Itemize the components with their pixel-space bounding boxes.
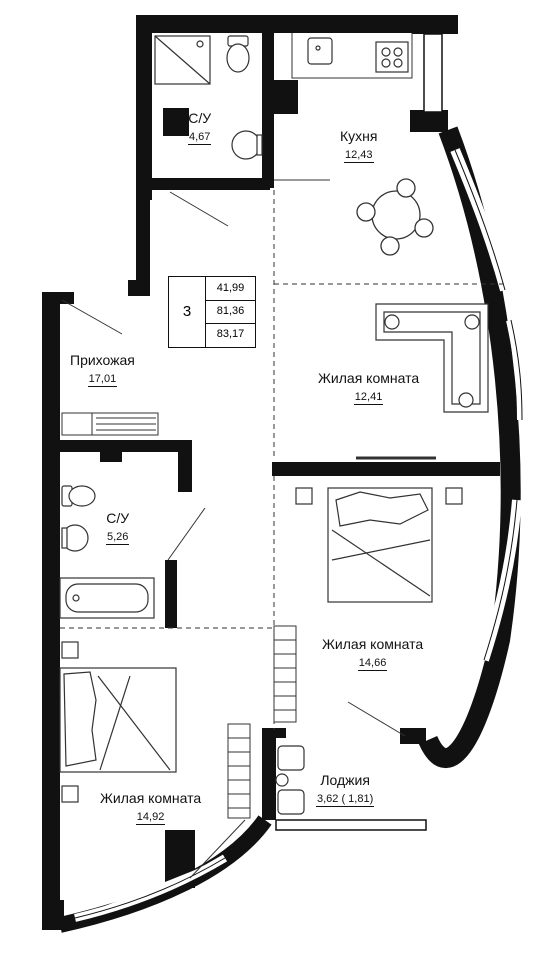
shower-icon	[154, 35, 211, 85]
room-area: 17,01	[87, 373, 118, 387]
bathtub-icon	[59, 577, 155, 619]
room-label-hall: Прихожая 17,01	[70, 352, 135, 387]
apartment-summary: 3 41,99 81,36 83,17	[168, 276, 256, 348]
wardrobe-icon	[227, 723, 251, 819]
sofa-icon	[375, 303, 489, 413]
dining-table-icon	[356, 178, 434, 256]
room-name: Жилая комната	[100, 790, 202, 806]
windows	[74, 33, 527, 922]
shaft	[163, 108, 189, 136]
living-area: 41,99	[206, 277, 255, 301]
sink-icon	[307, 37, 333, 65]
room-label-bath1: С/У 4,67	[188, 110, 212, 145]
room-area: 5,26	[106, 531, 130, 545]
room-area: 12,43	[343, 149, 374, 163]
room-name: Прихожая	[70, 352, 135, 368]
room-area: 14,66	[357, 657, 388, 671]
bed-icon	[59, 641, 177, 803]
toilet-icon	[226, 35, 250, 73]
sink-icon	[61, 524, 89, 552]
room-name: Лоджия	[320, 772, 370, 788]
toilet-icon	[61, 485, 96, 507]
room-area: 4,67	[188, 131, 212, 145]
stove-icon	[375, 41, 409, 73]
room-name: Жилая комната	[322, 636, 424, 652]
walls	[42, 15, 500, 930]
wardrobe-icon	[61, 412, 159, 436]
room-name: С/У	[106, 510, 130, 526]
room-area: 3,62 ( 1,81)	[316, 793, 375, 807]
wardrobe-icon	[273, 625, 297, 723]
bed-icon	[295, 487, 463, 603]
room-name: С/У	[188, 110, 212, 126]
room-name: Кухня	[340, 128, 378, 144]
total-area-with-loggia: 83,17	[216, 328, 245, 340]
sink-icon	[231, 130, 263, 160]
room-label-loggia: Лоджия 3,62 ( 1,81)	[316, 772, 375, 807]
room-label-kitchen: Кухня 12,43	[340, 128, 377, 163]
room-name: Жилая комната	[318, 370, 420, 386]
room-label-bedroom1: Жилая комната 14,66	[322, 636, 423, 671]
room-label-bath2: С/У 5,26	[106, 510, 130, 545]
total-area: 81,36	[206, 300, 255, 324]
room-count: 3	[169, 277, 206, 347]
room-area: 14,92	[135, 811, 166, 825]
room-label-living1: Жилая комната 12,41	[318, 370, 419, 405]
room-area: 12,41	[353, 391, 384, 405]
room-label-bedroom2: Жилая комната 14,92	[100, 790, 201, 825]
armchair-icon	[275, 745, 305, 815]
